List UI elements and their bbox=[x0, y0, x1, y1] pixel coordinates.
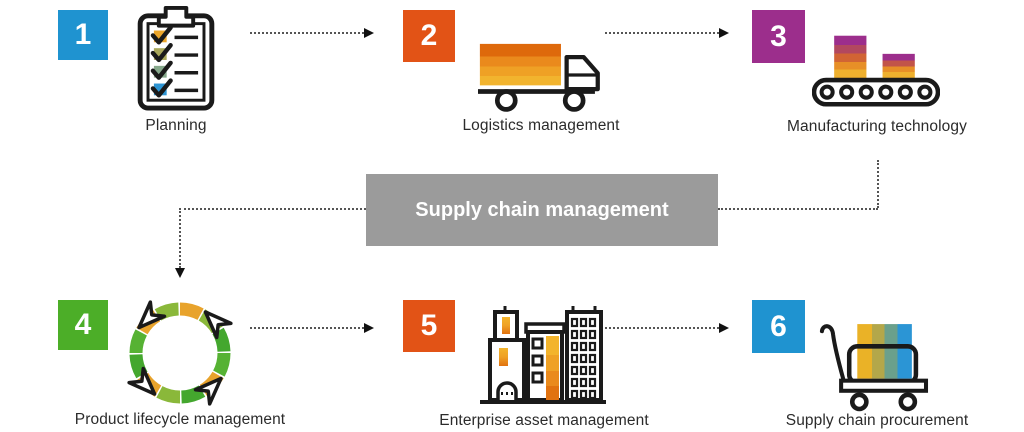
hand-truck-icon bbox=[818, 316, 936, 412]
connector-title-4-arrowhead-icon bbox=[175, 268, 185, 278]
clipboard-checklist-icon bbox=[134, 4, 218, 112]
step-2-label: Logistics management bbox=[462, 117, 620, 134]
step-4-number-badge: 4 bbox=[58, 300, 108, 350]
connector-title-4-vertical-line bbox=[179, 208, 181, 268]
step-1-number-badge: 1 bbox=[58, 10, 108, 60]
buildings-icon bbox=[477, 306, 609, 406]
step-6-number-badge: 6 bbox=[752, 300, 805, 353]
connector-3-title-horizontal-line bbox=[718, 208, 878, 210]
connector-3-title-vertical-line bbox=[877, 160, 879, 208]
step-2-number-badge: 2 bbox=[403, 10, 455, 62]
step-3-label: Manufacturing technology bbox=[787, 118, 967, 135]
supply-chain-management-title-box: Supply chain management bbox=[366, 174, 718, 246]
connector-title-4-horizontal-line bbox=[179, 208, 366, 210]
delivery-truck-icon bbox=[478, 38, 610, 112]
connector-1-2-line bbox=[250, 32, 364, 34]
connector-5-6-arrowhead-icon bbox=[719, 323, 729, 333]
conveyor-belt-icon bbox=[812, 34, 940, 110]
step-3-number-badge: 3 bbox=[752, 10, 805, 63]
step-1-label: Planning bbox=[145, 117, 207, 134]
connector-5-6-line bbox=[605, 327, 719, 329]
connector-4-5-arrowhead-icon bbox=[364, 323, 374, 333]
connector-4-5-line bbox=[250, 327, 364, 329]
step-5-label: Enterprise asset management bbox=[439, 412, 649, 429]
step-6-label: Supply chain procurement bbox=[785, 412, 969, 429]
connector-2-3-line bbox=[605, 32, 719, 34]
connector-2-3-arrowhead-icon bbox=[719, 28, 729, 38]
lifecycle-arrows-icon bbox=[120, 293, 240, 413]
step-5-number-badge: 5 bbox=[403, 300, 455, 352]
connector-1-2-arrowhead-icon bbox=[364, 28, 374, 38]
step-4-label: Product lifecycle management bbox=[74, 411, 286, 428]
